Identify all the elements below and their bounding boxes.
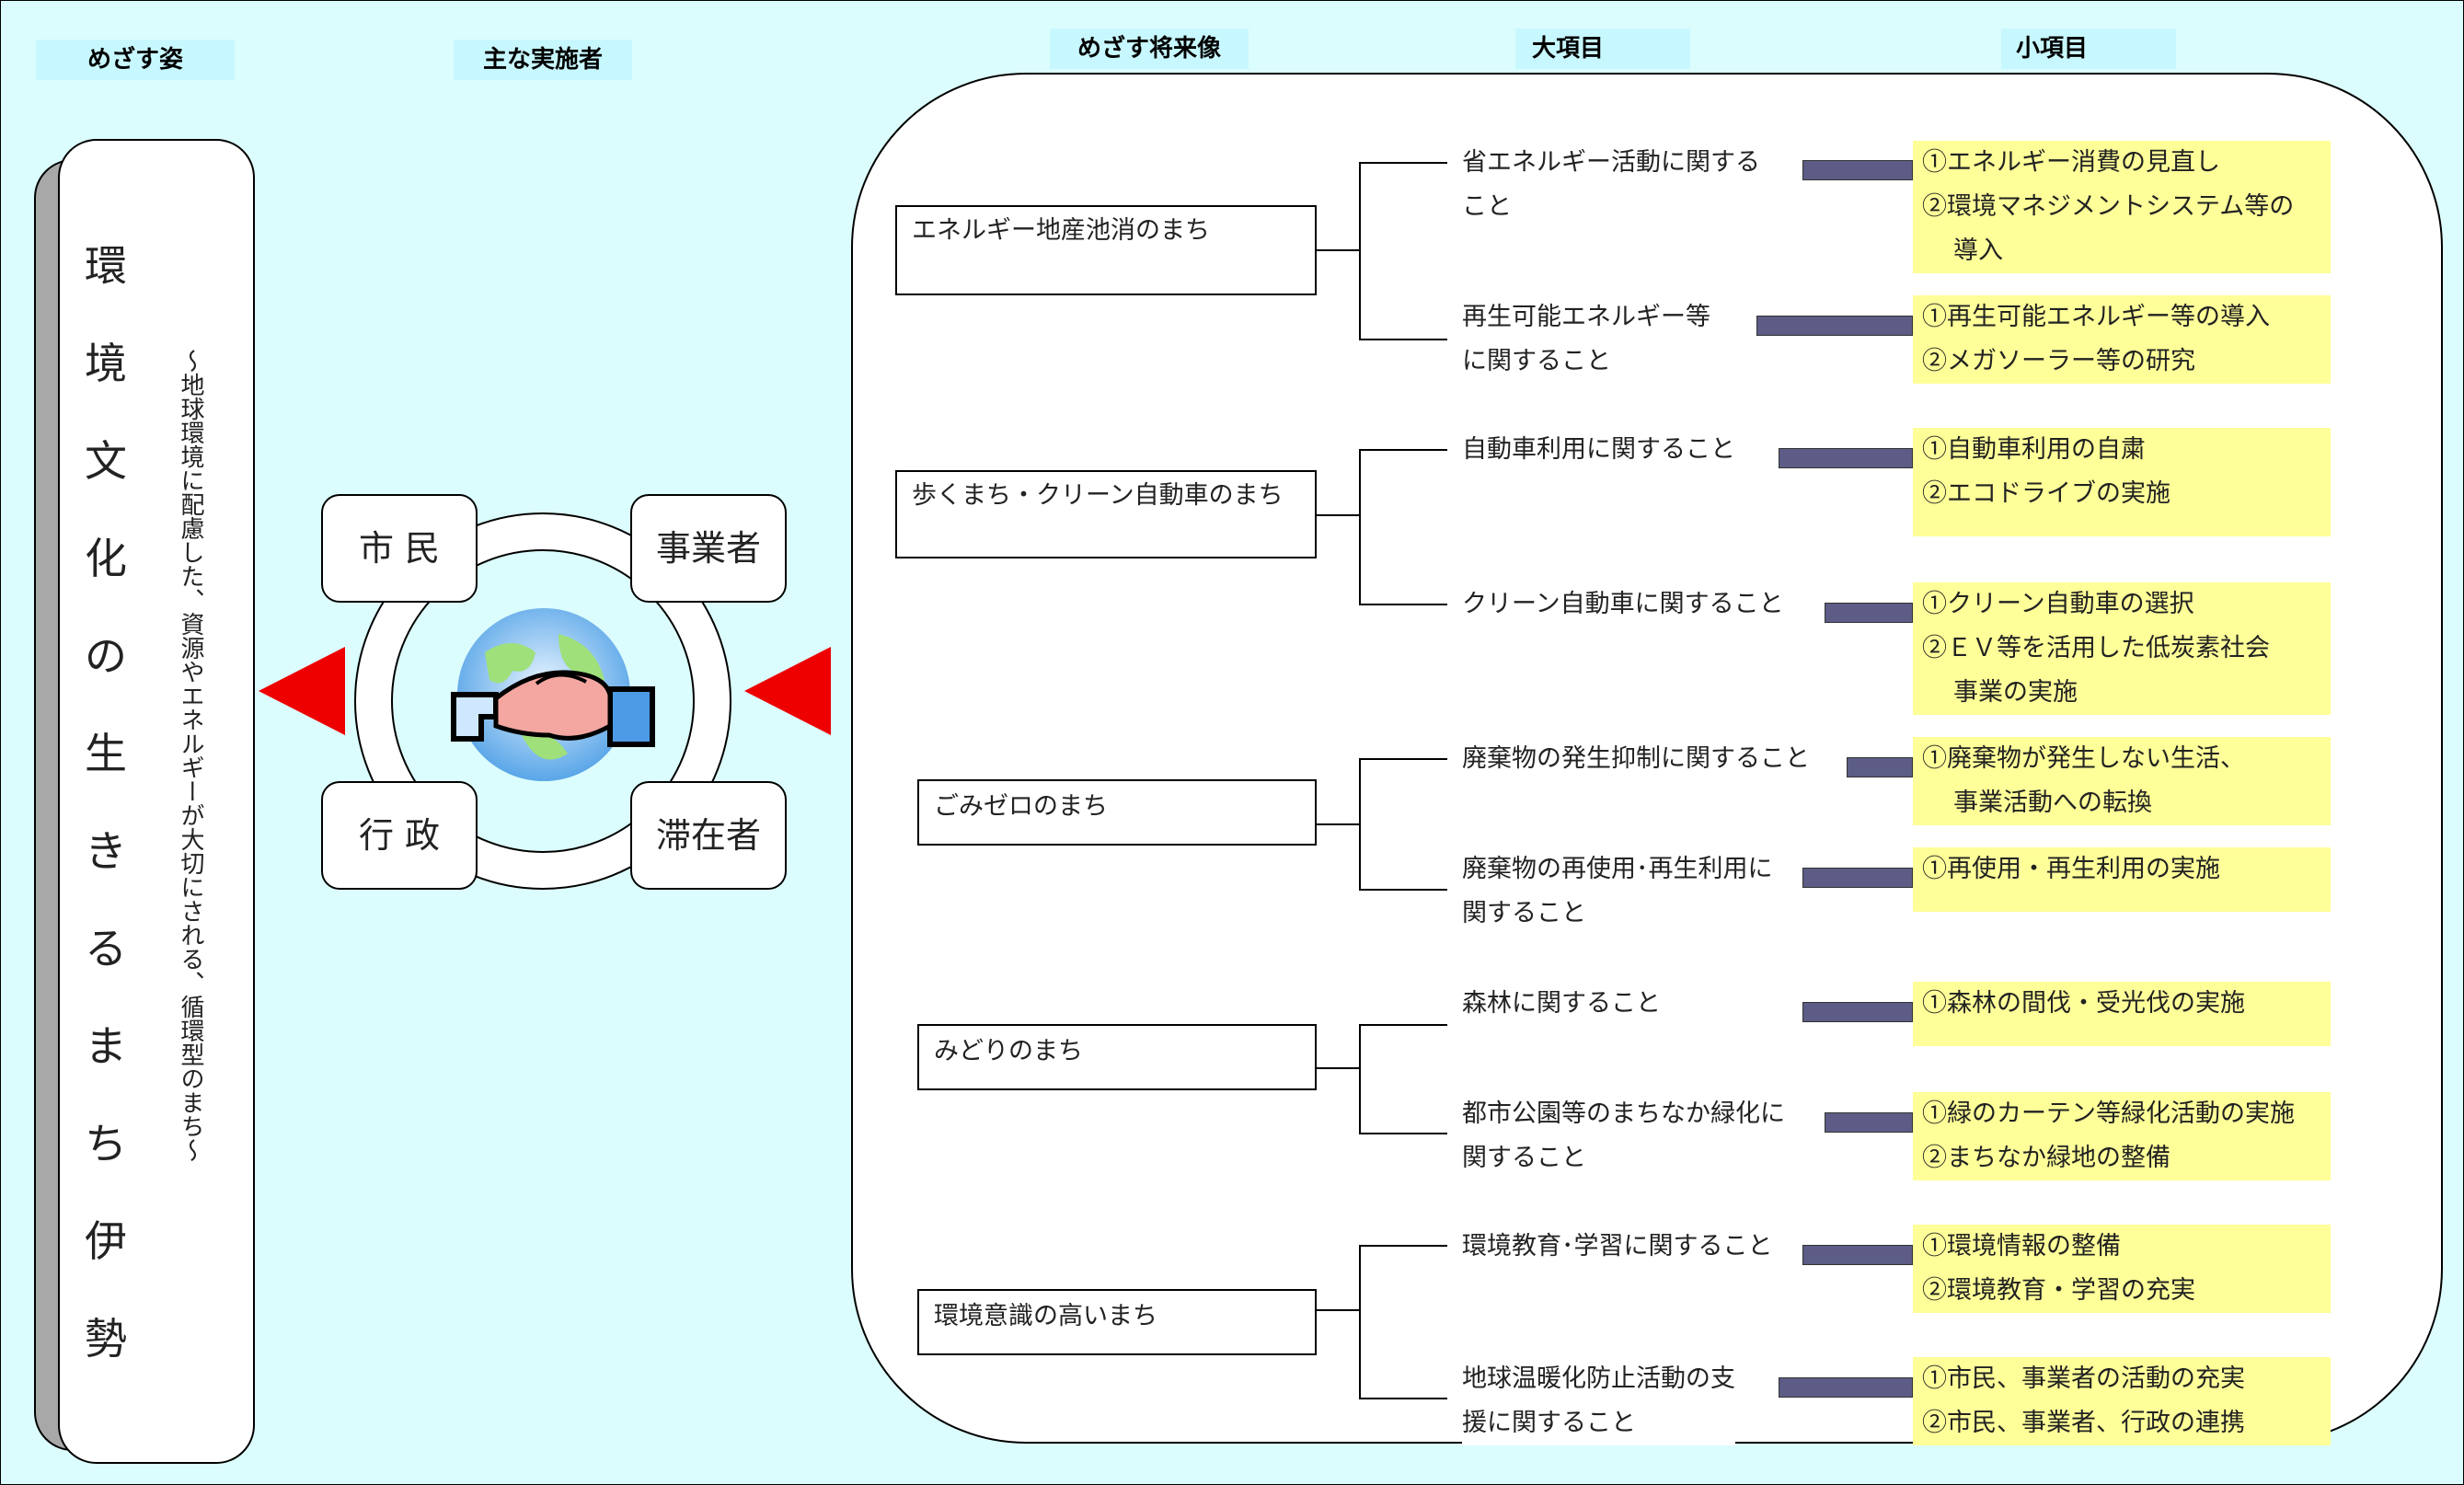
major-item: 森林に関すること	[1462, 982, 1661, 1026]
major-item: 廃棄物の再使用･再生利用に関すること	[1462, 847, 1773, 936]
actor-business: 事業者	[630, 494, 787, 603]
vision-box: みどりのまち	[917, 1024, 1317, 1090]
subtitle-vertical: ～地球環境に配慮した、資源やエネルギーが大切にされる、循環型のまち～	[177, 349, 204, 1162]
actor-citizens: 市 民	[321, 494, 478, 603]
handshake-globe-icon	[451, 608, 655, 781]
connector-bar	[1756, 316, 1913, 336]
connector-bar	[1802, 1002, 1913, 1022]
connector-line	[1359, 162, 1361, 340]
connector-line	[1359, 1398, 1447, 1399]
arrow-left-icon	[259, 647, 345, 735]
minor-box: ①森林の間伐・受光伐の実施	[1913, 982, 2331, 1046]
connector-line	[1359, 1245, 1447, 1247]
actor-visitors: 滞在者	[630, 781, 787, 890]
header-goal: めざす姿	[36, 40, 235, 80]
connector-line	[1317, 1067, 1361, 1069]
header-vision: めざす将来像	[1050, 29, 1249, 69]
main-title-char: ま	[85, 1021, 127, 1071]
connector-bar	[1802, 1245, 1913, 1265]
major-item: 再生可能エネルギー等に関すること	[1462, 295, 1710, 384]
connector-bar	[1802, 868, 1913, 888]
major-item: クリーン自動車に関すること	[1462, 582, 1784, 627]
header-major: 大項目	[1515, 29, 1690, 69]
connector-line	[1359, 604, 1447, 605]
connector-line	[1359, 889, 1447, 891]
connector-line	[1359, 1133, 1447, 1134]
arrow-left-icon	[744, 647, 831, 735]
main-title-char: 化	[85, 534, 127, 583]
major-item: 地球温暖化防止活動の支援に関すること	[1462, 1357, 1735, 1445]
connector-bar	[1802, 160, 1913, 180]
main-title-box: 環 境 文 化 の 生 き る ま ち 伊 勢	[58, 139, 255, 1464]
vision-box: 環境意識の高いまち	[917, 1289, 1317, 1355]
major-item: 省エネルギー活動に関すること	[1462, 141, 1760, 229]
major-item: 環境教育･学習に関すること	[1462, 1225, 1773, 1269]
connector-line	[1317, 249, 1361, 251]
connector-line	[1359, 758, 1447, 760]
main-title-char: 文	[85, 436, 127, 486]
main-title-char: 勢	[85, 1314, 127, 1364]
main-title-char: ち	[85, 1119, 127, 1168]
connector-bar	[1779, 448, 1913, 468]
main-title-char: る	[85, 924, 127, 973]
connector-bar	[1847, 757, 1913, 777]
minor-box: ①廃棄物が発生しない生活、事業活動への転換	[1913, 737, 2331, 825]
actor-government: 行 政	[321, 781, 478, 890]
vision-box: エネルギー地産池消のまち	[895, 205, 1317, 295]
minor-box: ①再使用・再生利用の実施	[1913, 847, 2331, 912]
connector-line	[1359, 1245, 1361, 1399]
connector-line	[1359, 449, 1361, 605]
main-title-char: 伊	[85, 1216, 127, 1266]
connector-line	[1359, 1024, 1361, 1134]
connector-bar	[1825, 1112, 1913, 1133]
connector-line	[1359, 162, 1447, 164]
connector-line	[1317, 1309, 1361, 1311]
major-item: 廃棄物の発生抑制に関すること	[1462, 737, 1810, 781]
connector-bar	[1779, 1377, 1913, 1398]
vision-box: ごみゼロのまち	[917, 779, 1317, 846]
connector-line	[1359, 1024, 1447, 1026]
main-title-char: の	[85, 631, 127, 681]
connector-bar	[1825, 603, 1913, 623]
main-title-char: 生	[85, 729, 127, 778]
major-item: 都市公園等のまちなか緑化に関すること	[1462, 1092, 1785, 1180]
major-item: 自動車利用に関すること	[1462, 428, 1735, 472]
main-title-char: き	[85, 826, 127, 876]
header-actors: 主な実施者	[454, 40, 632, 80]
vision-box: 歩くまち・クリーン自動車のまち	[895, 470, 1317, 558]
header-minor: 小項目	[2001, 29, 2176, 69]
connector-line	[1317, 514, 1361, 516]
connector-line	[1359, 339, 1447, 340]
connector-line	[1359, 758, 1361, 891]
connector-line	[1359, 449, 1447, 451]
main-title-char: 環	[85, 241, 127, 291]
connector-line	[1317, 823, 1361, 825]
main-title-char: 境	[85, 339, 127, 388]
